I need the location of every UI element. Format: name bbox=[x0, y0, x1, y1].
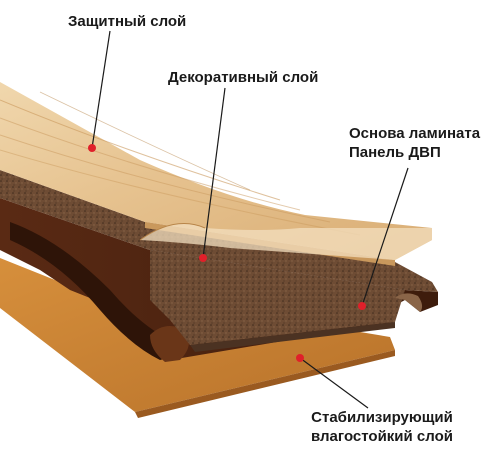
label-base-line2: Панель ДВП bbox=[349, 144, 441, 161]
marker-protective bbox=[88, 144, 96, 152]
label-stabilizing-line1: Стабилизирующий bbox=[311, 409, 453, 426]
label-decorative-text: Декоративный слой bbox=[168, 69, 319, 86]
leader-protective bbox=[91, 30, 111, 149]
label-stabilizing-line2: влагостойкий слой bbox=[311, 428, 453, 445]
label-decorative-layer: Декоративный слой bbox=[168, 68, 318, 87]
protective-layer bbox=[139, 223, 432, 260]
leader-lines bbox=[91, 30, 409, 409]
label-base-line1: Основа ламината bbox=[349, 125, 481, 142]
label-protective-layer: Защитный слой bbox=[68, 12, 186, 31]
marker-stabilizing bbox=[296, 354, 304, 362]
marker-decorative bbox=[199, 254, 207, 262]
core-layer bbox=[0, 170, 438, 352]
label-base-layer: Основа ламината Панель ДВП bbox=[349, 124, 480, 162]
markers bbox=[88, 144, 366, 362]
leader-stabilizing bbox=[299, 357, 369, 409]
label-stabilizing-layer: Стабилизирующий влагостойкий слой bbox=[311, 408, 453, 446]
leader-base bbox=[361, 167, 409, 307]
label-protective-text: Защитный слой bbox=[68, 13, 187, 30]
leader-decorative bbox=[202, 87, 226, 259]
marker-base bbox=[358, 302, 366, 310]
